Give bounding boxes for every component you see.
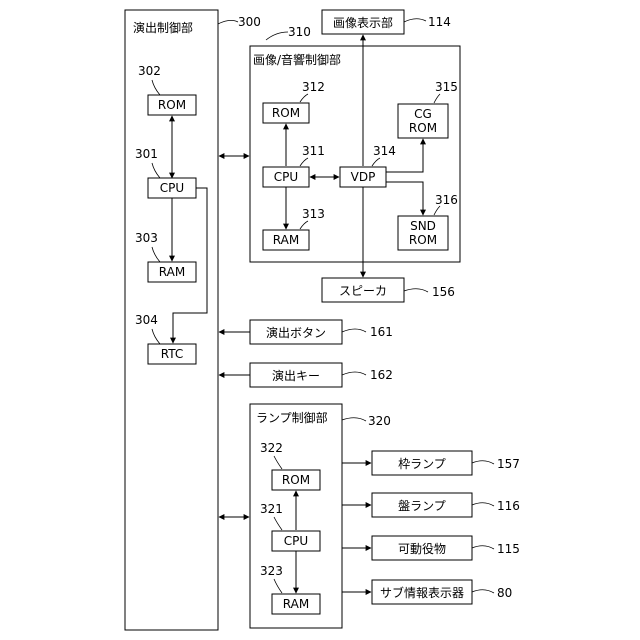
snd-rom-num: 316 bbox=[435, 193, 458, 207]
speaker-num: 156 bbox=[432, 285, 455, 299]
effect-control-num: 300 bbox=[238, 15, 261, 29]
lamp-ram-num: 323 bbox=[260, 564, 283, 578]
lamp-control-label: ランプ制御部 bbox=[256, 410, 328, 425]
lamp-ram-label: RAM bbox=[283, 597, 309, 611]
vdp-num: 314 bbox=[373, 144, 396, 158]
effect-ram-num: 303 bbox=[135, 231, 158, 245]
is-ram-label: RAM bbox=[273, 233, 299, 247]
is-ram-num: 313 bbox=[302, 207, 325, 221]
movable-part-label: 可動役物 bbox=[398, 541, 446, 556]
image-display-label: 画像表示部 bbox=[333, 15, 393, 30]
lamp-rom-num: 322 bbox=[260, 441, 283, 455]
speaker-block: スピーカ 156 bbox=[322, 278, 455, 302]
frame-lamp-block: 枠ランプ 157 bbox=[372, 451, 520, 475]
cg-rom-label-1: CG bbox=[414, 107, 432, 121]
movable-part-block: 可動役物 115 bbox=[372, 536, 520, 560]
snd-rom-label-1: SND bbox=[410, 219, 436, 233]
snd-rom-label-2: ROM bbox=[409, 233, 437, 247]
sub-info-display-label: サブ情報表示器 bbox=[380, 585, 464, 600]
board-lamp-block: 盤ランプ 116 bbox=[372, 493, 520, 517]
frame-lamp-label: 枠ランプ bbox=[398, 457, 446, 471]
cg-rom-label-2: ROM bbox=[409, 121, 437, 135]
effect-rtc-label: RTC bbox=[161, 347, 183, 361]
cg-rom-num: 315 bbox=[435, 80, 458, 94]
image-sound-control-label: 画像/音響制御部 bbox=[253, 52, 341, 67]
sub-info-display-block: サブ情報表示器 80 bbox=[372, 580, 512, 604]
board-lamp-label: 盤ランプ bbox=[398, 499, 446, 513]
image-sound-control-num: 310 bbox=[288, 25, 311, 39]
effect-control-label: 演出制御部 bbox=[133, 20, 193, 35]
is-rom-num: 312 bbox=[302, 80, 325, 94]
sub-info-display-num: 80 bbox=[497, 586, 512, 600]
effect-button-num: 161 bbox=[370, 325, 393, 339]
is-cpu-label: CPU bbox=[274, 170, 298, 184]
image-display-block: 画像表示部 114 bbox=[322, 10, 451, 34]
lamp-rom-label: ROM bbox=[282, 473, 310, 487]
effect-key-num: 162 bbox=[370, 368, 393, 382]
lamp-control-num: 320 bbox=[368, 414, 391, 428]
image-display-num: 114 bbox=[428, 15, 451, 29]
effect-button-block: 演出ボタン 161 bbox=[250, 320, 393, 344]
effect-ram-label: RAM bbox=[159, 265, 185, 279]
effect-cpu-num: 301 bbox=[135, 147, 158, 161]
frame-lamp-num: 157 bbox=[497, 457, 520, 471]
effect-cpu-label: CPU bbox=[160, 181, 184, 195]
board-lamp-num: 116 bbox=[497, 499, 520, 513]
movable-part-num: 115 bbox=[497, 542, 520, 556]
lamp-cpu-num: 321 bbox=[260, 502, 283, 516]
effect-rom-num: 302 bbox=[138, 64, 161, 78]
effect-key-label: 演出キー bbox=[272, 368, 320, 383]
is-rom-label: ROM bbox=[272, 106, 300, 120]
vdp-label: VDP bbox=[351, 170, 376, 184]
speaker-label: スピーカ bbox=[339, 284, 387, 298]
effect-key-block: 演出キー 162 bbox=[250, 363, 393, 387]
effect-button-label: 演出ボタン bbox=[266, 325, 326, 340]
effect-rom-label: ROM bbox=[158, 98, 186, 112]
lamp-cpu-label: CPU bbox=[284, 534, 308, 548]
effect-rtc-num: 304 bbox=[135, 313, 158, 327]
is-cpu-num: 311 bbox=[302, 144, 325, 158]
